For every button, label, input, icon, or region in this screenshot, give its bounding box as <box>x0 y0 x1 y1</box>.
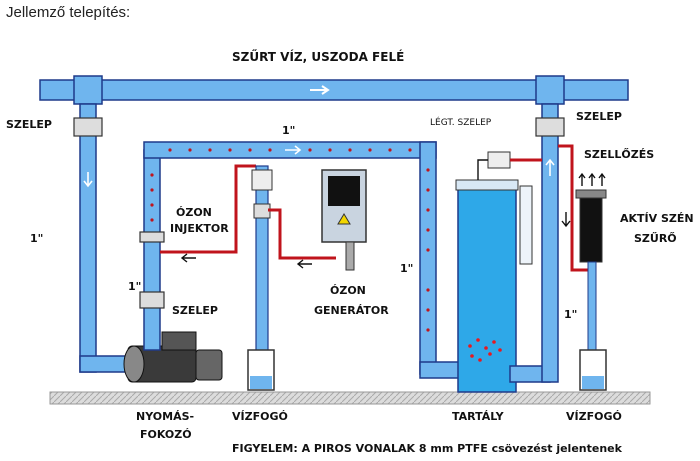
tee-left <box>73 75 103 105</box>
tank-top-cap <box>455 179 519 191</box>
flow-arrow-right <box>545 158 555 176</box>
pump-head <box>123 345 145 383</box>
label-nyomas-2: FOKOZÓ <box>140 428 192 441</box>
label-ozon-inj: ÓZON <box>176 206 212 219</box>
ptfe-carbon-line <box>558 144 590 272</box>
label-inch-top: 1" <box>282 124 296 137</box>
top-main-pipe <box>39 79 629 101</box>
right-valve <box>535 117 565 137</box>
page-heading: Jellemző telepítés: <box>6 4 131 21</box>
label-tartaly: TARTÁLY <box>452 410 504 423</box>
vizfogo-right-water <box>582 376 604 389</box>
ptfe-gen-line <box>268 208 336 260</box>
ozone-generator-warning <box>337 213 351 225</box>
label-szelep-left: SZELEP <box>6 118 52 131</box>
tank-bubbles <box>468 338 502 362</box>
inch-line-right-down <box>419 141 437 375</box>
vizfogo-left-head <box>251 169 273 191</box>
vizfogo-left-water <box>250 376 272 389</box>
label-szelep-mid: SZELEP <box>172 304 218 317</box>
label-ozon-gen: ÓZON <box>330 284 366 297</box>
pump-housing <box>195 349 223 381</box>
left-vertical-pipe <box>79 103 97 373</box>
vizfogo-left-valve <box>253 203 271 219</box>
flow-arrow-top <box>310 85 330 95</box>
label-aktiv-2: SZŰRŐ <box>634 232 677 245</box>
label-ozon-inj-2: INJEKTOR <box>170 222 229 235</box>
arrow-gen <box>296 259 312 269</box>
pump-riser-pipe <box>143 149 161 351</box>
ground-floor <box>49 391 651 405</box>
riser-valve <box>139 291 165 309</box>
arrow-carbon <box>561 212 571 228</box>
label-szellozes: SZELLŐZÉS <box>584 148 655 161</box>
vent-arrows <box>578 172 606 186</box>
ozone-generator-display <box>328 176 360 206</box>
label-nyomas: NYOMÁS- <box>136 410 195 423</box>
vent-valve <box>487 151 511 169</box>
label-szelep-right: SZELEP <box>576 110 622 123</box>
label-warning: FIGYELEM: A PIROS VONALAK 8 mm PTFE csöv… <box>232 442 622 455</box>
label-top-pipe: SZŰRT VÍZ, USZODA FELÉ <box>232 50 405 64</box>
vizfogo-left-tube <box>255 165 269 367</box>
tee-right <box>535 75 565 105</box>
ptfe-dots <box>150 148 430 332</box>
pump-motor-top <box>161 331 197 351</box>
carbon-drain <box>587 261 597 361</box>
inch-line-to-tank <box>419 361 461 379</box>
carbon-filter-cap <box>575 189 607 199</box>
flow-arrow-left <box>83 172 93 188</box>
label-inch-mid: 1" <box>128 280 142 293</box>
left-valve <box>73 117 103 137</box>
label-aktiv: AKTÍV SZÉN <box>620 212 694 225</box>
flow-arrow-inch <box>285 145 302 155</box>
arrow-injector <box>180 253 196 263</box>
right-riser-pipe <box>541 103 559 383</box>
label-ozon-gen-2: GENERÁTOR <box>314 304 389 317</box>
label-inch-center: 1" <box>400 262 414 275</box>
label-legt-szelep: LÉGT. SZELEP <box>430 118 492 128</box>
mini-column <box>519 185 533 265</box>
label-inch-right: 1" <box>564 308 578 321</box>
tank <box>457 185 517 393</box>
label-inch-left: 1" <box>30 232 44 245</box>
riser-coupling <box>139 231 165 243</box>
ptfe-injector-line <box>160 164 256 254</box>
label-vizfogo-left: VÍZFOGÓ <box>232 410 288 423</box>
vent-line <box>477 159 488 180</box>
ozone-generator-tab <box>345 241 355 271</box>
carbon-filter <box>579 195 603 263</box>
label-vizfogo-right: VÍZFOGÓ <box>566 410 622 423</box>
